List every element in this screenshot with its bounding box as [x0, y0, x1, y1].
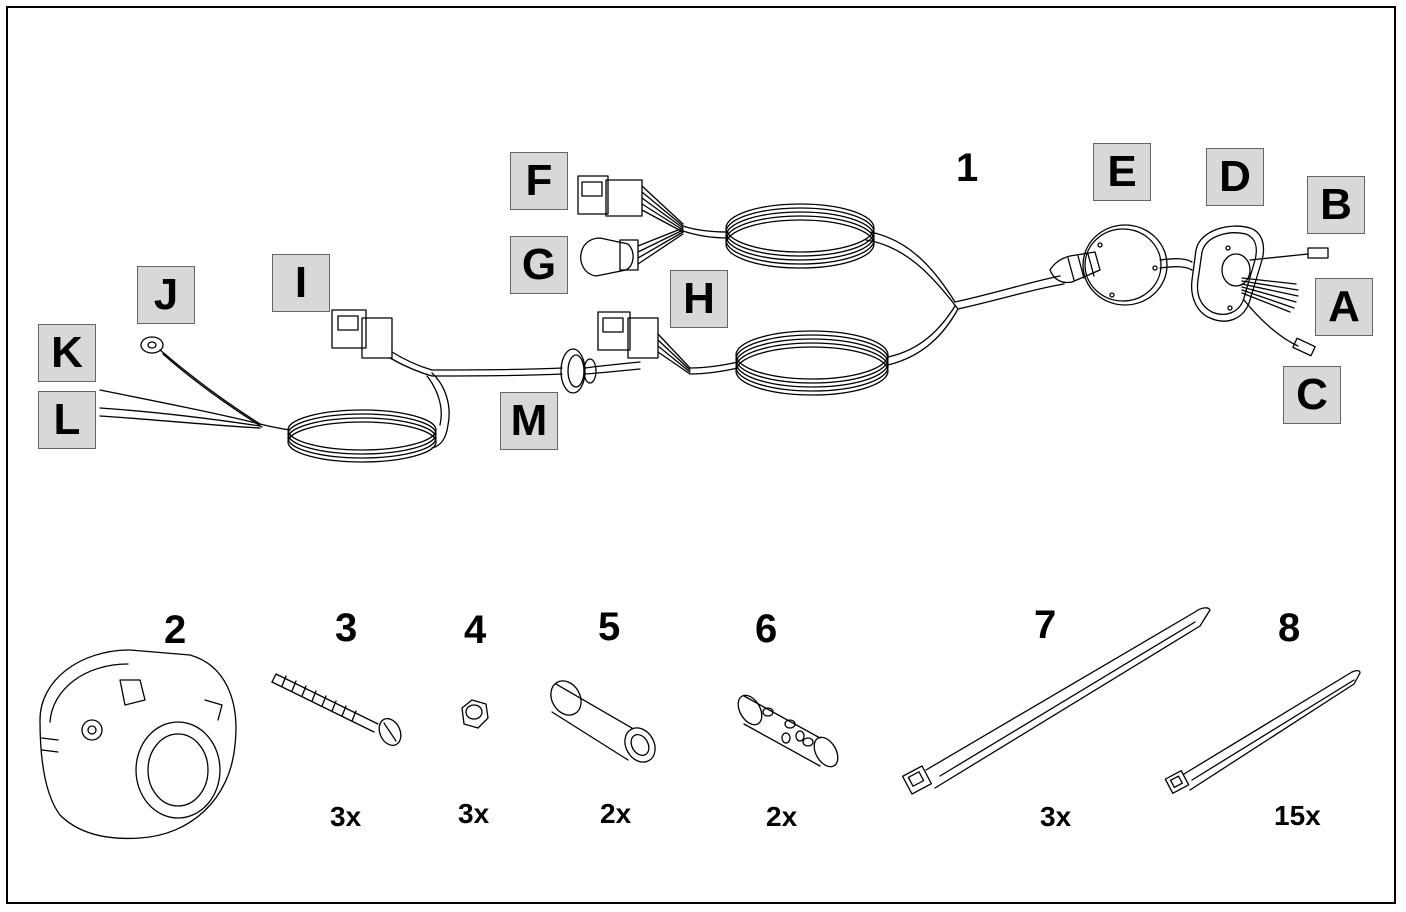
- part-number-5: 5: [598, 605, 621, 649]
- part-number-3: 3: [335, 606, 358, 650]
- left-coil: [287, 409, 437, 463]
- label-l: L: [38, 391, 96, 449]
- label-k: K: [38, 324, 96, 382]
- screw-icon: [271, 673, 402, 747]
- part-number-8: 8: [1278, 606, 1301, 650]
- part-quantity-5: 2x: [600, 798, 632, 829]
- label-j: J: [137, 266, 195, 324]
- lower-coil: [735, 330, 889, 396]
- connector-i: [331, 309, 393, 359]
- socket-icon: [39, 649, 237, 840]
- label-g: G: [510, 236, 568, 294]
- grommet-m: [560, 348, 597, 394]
- sleeve-icon: [550, 680, 656, 763]
- small-cable-tie-icon: [1164, 669, 1361, 794]
- part-quantity-8: 15x: [1274, 800, 1321, 831]
- label-m: M: [500, 392, 558, 450]
- part-number-4: 4: [464, 608, 487, 652]
- wiring-harness: [99, 175, 1329, 463]
- label-i: I: [272, 254, 330, 312]
- part-number-7: 7: [1034, 603, 1057, 647]
- label-c: C: [1283, 366, 1341, 424]
- part-quantity-3: 3x: [330, 801, 362, 832]
- label-b: B: [1307, 176, 1365, 234]
- item-number-harness: 1: [956, 146, 979, 190]
- label-f: F: [510, 152, 568, 210]
- connector-h: [597, 311, 691, 375]
- part-number-2: 2: [164, 608, 187, 652]
- part-number-6: 6: [755, 607, 778, 651]
- part-quantity-6: 2x: [766, 801, 798, 832]
- label-e: E: [1093, 143, 1151, 201]
- plate-e: [1049, 224, 1193, 306]
- label-a: A: [1315, 278, 1373, 336]
- label-h: H: [670, 270, 728, 328]
- part-quantity-7: 3x: [1040, 801, 1072, 832]
- diagram-frame: [6, 6, 1396, 904]
- connector-sleeve-icon: [737, 694, 839, 768]
- connector-g: [580, 227, 684, 277]
- part-quantity-4: 3x: [458, 798, 490, 829]
- ring-terminal: [140, 336, 164, 354]
- nut-icon: [461, 699, 489, 729]
- cable-tie-icon: [901, 607, 1211, 795]
- plate-d: [1190, 225, 1329, 357]
- connector-f: [577, 175, 684, 233]
- label-d: D: [1206, 148, 1264, 206]
- upper-coil: [725, 203, 875, 269]
